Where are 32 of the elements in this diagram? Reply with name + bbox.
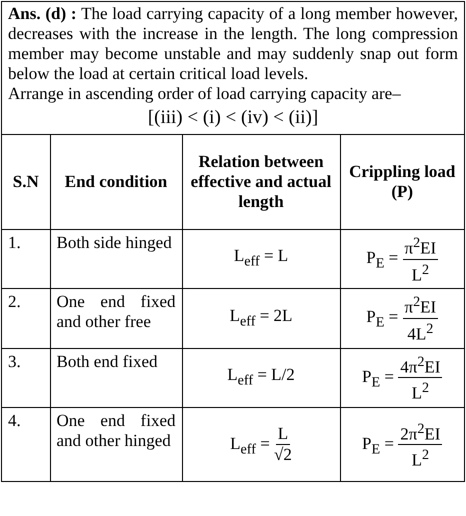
length-relation-formula: L$_{eff}$ = L xyxy=(182,230,340,289)
fraction-numerator: π$^{2}$EI xyxy=(402,292,438,319)
formula-lhs: P$_{E}$ = xyxy=(366,248,398,268)
fraction-numerator: 2π$^{2}$EI xyxy=(398,418,442,446)
length-relation-formula: L$_{eff}$ = 2L xyxy=(182,288,340,348)
end-condition-text: Both side hinged xyxy=(50,230,182,289)
fraction-denominator: L$^{2}$ xyxy=(412,260,430,286)
end-condition-text: Both end fixed xyxy=(50,348,182,408)
serial-number: 2. xyxy=(2,288,50,348)
fraction-denominator: √2 xyxy=(274,445,292,466)
serial-number: 3. xyxy=(2,348,50,408)
fraction-numerator: L xyxy=(276,424,290,446)
column-header: End condition xyxy=(50,134,182,230)
ordering-expression: [(iii) < (i) < (iv) < (ii)] xyxy=(146,108,320,128)
fraction-denominator: L$^{2}$ xyxy=(412,379,430,404)
fraction-denominator: 4L$^{2}$ xyxy=(407,320,434,345)
column-header: Crippling load (P) xyxy=(340,134,464,230)
fraction-numerator: 4π$^{2}$EI xyxy=(398,352,442,378)
serial-number: 1. xyxy=(2,230,50,289)
formula-lhs: P$_{E}$ = xyxy=(366,307,398,326)
column-header: Relation between effective and actual length xyxy=(182,134,340,230)
formula-lhs: P$_{E}$ = xyxy=(362,366,394,386)
column-header: S.N xyxy=(2,134,50,230)
instruction-text: Arrange in ascending order of load carrying capacity are– xyxy=(7,84,402,104)
answer-paragraph: Ans. (d) : The load carrying capacity of a long member however, decreases with the increase in the length. The long compression member may become unstable and may suddenly snap out form below the load at certain critical load levels. xyxy=(7,4,459,84)
length-relation-formula: L$_{eff}$ = L/2 xyxy=(182,348,340,408)
fraction-numerator: π$^{2}$EI xyxy=(402,233,438,260)
formula-lhs: P$_{E}$ = xyxy=(362,434,394,453)
serial-number: 4. xyxy=(2,407,50,482)
end-condition-text: One end fixed and other free xyxy=(50,288,182,348)
formula-lhs: L$_{eff}$ = xyxy=(230,434,270,453)
fraction-denominator: L$^{2}$ xyxy=(412,446,430,471)
